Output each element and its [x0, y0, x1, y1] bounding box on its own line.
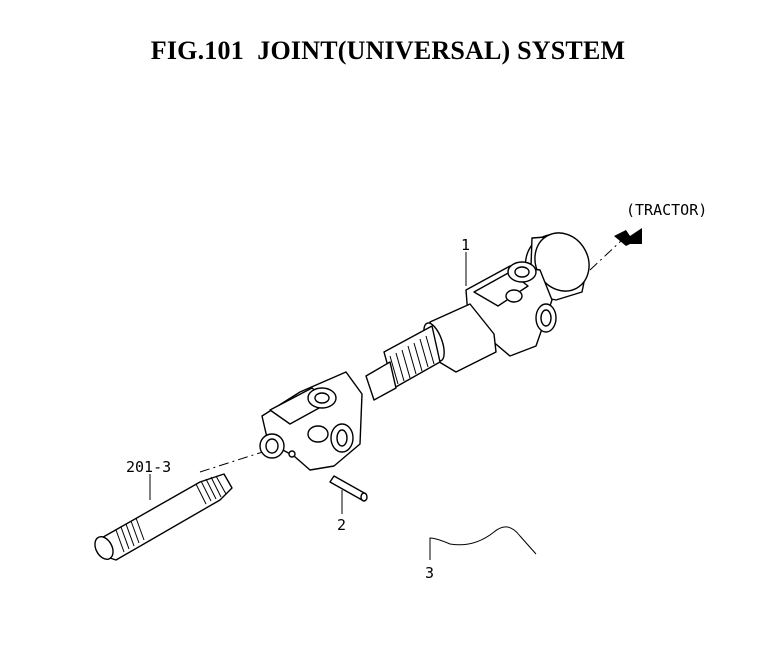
part-1-label: 1	[461, 236, 470, 254]
tractor-label: (TRACTOR)	[626, 201, 707, 219]
tractor-arrow-icon	[614, 228, 642, 246]
part-1-yoke-right	[465, 261, 557, 357]
splined-inner-shaft	[365, 325, 441, 401]
leader-line-part-3	[429, 526, 537, 560]
part-201-3-shaft	[94, 473, 233, 561]
part-2-pin	[329, 475, 368, 502]
figure-title: FIG.101 JOINT(UNIVERSAL) SYSTEM	[150, 36, 626, 65]
part-201-3-label: 201-3	[126, 458, 171, 476]
part-2-label: 2	[337, 516, 346, 534]
part-3-label: 3	[425, 564, 434, 582]
left-yoke	[259, 371, 363, 471]
